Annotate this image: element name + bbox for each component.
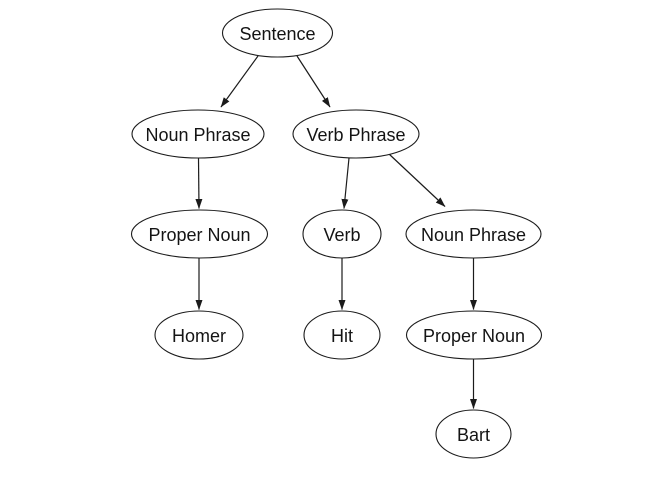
bart-ellipse bbox=[435, 409, 512, 459]
proper-noun-right-label: Proper Noun bbox=[423, 326, 525, 346]
noun-phrase-left-ellipse bbox=[131, 109, 265, 159]
node-proper-noun-left: Proper Noun bbox=[130, 209, 269, 259]
node-verb: Verb bbox=[302, 209, 382, 259]
verb-phrase-ellipse bbox=[292, 109, 420, 159]
hit-ellipse bbox=[303, 310, 381, 360]
verb-ellipse bbox=[302, 209, 382, 259]
node-noun-phrase-right: Noun Phrase bbox=[405, 209, 542, 259]
edge-sentence-to-noun-phrase-left bbox=[220, 55, 259, 108]
edge-sentence-to-verb-phrase bbox=[296, 55, 331, 108]
homer-label: Homer bbox=[172, 326, 226, 346]
sentence-label: Sentence bbox=[239, 24, 315, 44]
edges bbox=[195, 55, 477, 409]
edge-noun-phrase-left-to-proper-noun-left bbox=[195, 157, 203, 209]
node-bart: Bart bbox=[435, 409, 512, 459]
node-hit: Hit bbox=[303, 310, 381, 360]
noun-phrase-right-label: Noun Phrase bbox=[421, 225, 526, 245]
node-sentence: Sentence bbox=[221, 8, 334, 58]
homer-ellipse bbox=[154, 310, 244, 360]
bart-label: Bart bbox=[457, 425, 490, 445]
edge-verb-phrase-to-noun-phrase-right bbox=[388, 153, 446, 207]
proper-noun-right-ellipse bbox=[405, 310, 543, 360]
sentence-ellipse bbox=[221, 8, 334, 58]
noun-phrase-right-ellipse bbox=[405, 209, 542, 259]
verb-label: Verb bbox=[323, 225, 360, 245]
verb-phrase-label: Verb Phrase bbox=[306, 125, 405, 145]
proper-noun-left-ellipse bbox=[130, 209, 269, 259]
noun-phrase-left-label: Noun Phrase bbox=[145, 125, 250, 145]
node-homer: Homer bbox=[154, 310, 244, 360]
hit-label: Hit bbox=[331, 326, 353, 346]
node-noun-phrase-left: Noun Phrase bbox=[131, 109, 265, 159]
proper-noun-left-label: Proper Noun bbox=[148, 225, 250, 245]
node-verb-phrase: Verb Phrase bbox=[292, 109, 420, 159]
edge-verb-phrase-to-verb bbox=[341, 157, 350, 209]
node-proper-noun-right: Proper Noun bbox=[405, 310, 543, 360]
